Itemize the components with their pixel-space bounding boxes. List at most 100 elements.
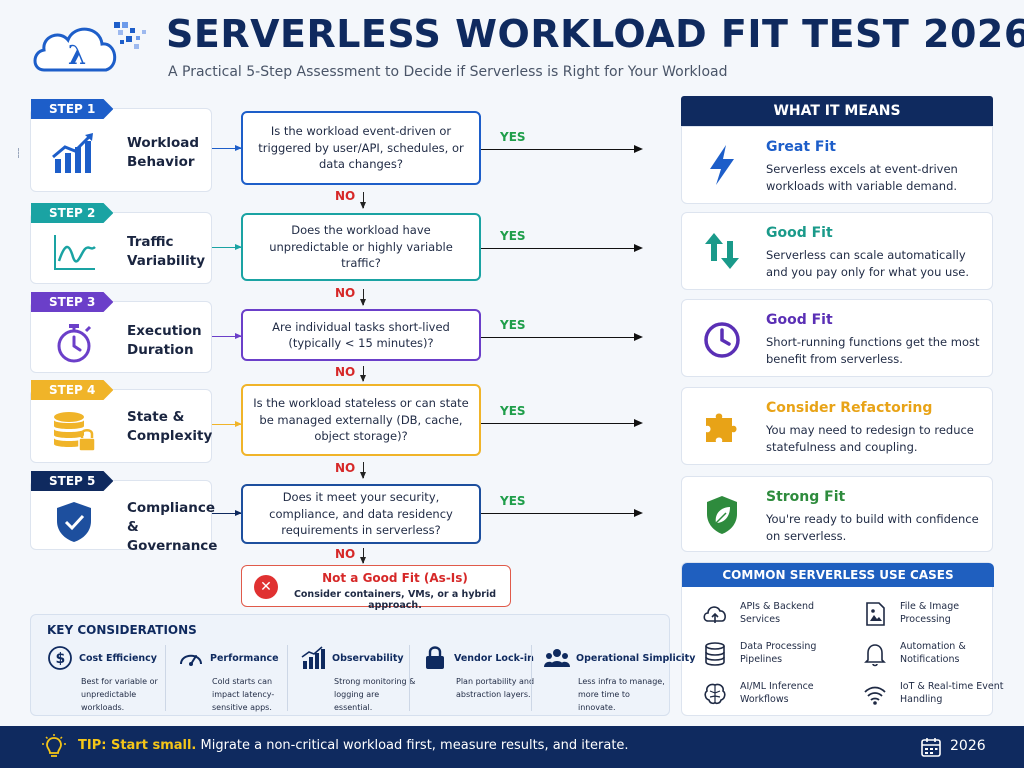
result-desc-1: Serverless excels at event-driven worklo… (766, 162, 958, 193)
not-good-fit-box: ✕ Not a Good Fit (As-Is) Consider contai… (241, 565, 511, 611)
step-2-badge: STEP 2 (31, 203, 114, 223)
line-chart-icon (54, 235, 96, 270)
step-3-label: Execution Duration (127, 323, 202, 358)
step-2-question: Does the workload have unpredictable or … (241, 213, 481, 281)
step-1-badge: STEP 1 (31, 99, 114, 119)
result-title-1: Great Fit (766, 139, 836, 155)
brain-icon (704, 683, 726, 705)
no-label-3: NO (335, 365, 356, 379)
footer-tip-rest: Migrate a non-critical workload first, m… (196, 738, 629, 753)
result-title-2: Good Fit (766, 225, 833, 241)
result-card-great-fit: Great Fit Serverless excels at event-dri… (681, 126, 993, 204)
step-2-card: STEP 2 Traffic Variability (30, 203, 212, 284)
use-case-label: File & Image Processing (900, 601, 960, 625)
result-title-5: Strong Fit (766, 489, 846, 505)
footer-year: 2026 (950, 738, 986, 754)
consideration-operational-simplicity: Operational Simplicity Less infra to man… (531, 645, 695, 712)
step-1-label: Workload Behavior (127, 135, 199, 170)
step-5-connector (212, 509, 242, 516)
result-desc-3: Short-running functions get the most ben… (766, 335, 980, 366)
step-4-label: State & Complexity (127, 409, 213, 444)
yes-label-1: YES (500, 130, 526, 144)
yes-label-2: YES (500, 229, 526, 243)
yes-arrow-2 (481, 244, 643, 252)
use-case-label: IoT & Real-time Event Handling (900, 681, 1004, 705)
use-cases-header: COMMON SERVERLESS USE CASES (682, 563, 994, 587)
puzzle-icon (706, 413, 737, 442)
consideration-name: Cost Efficiency (79, 653, 158, 664)
use-case-ai-ml: AI/ML Inference Workflows (702, 679, 852, 709)
consideration-observability: Observability Strong monitoring & loggin… (287, 645, 415, 712)
page-subtitle: A Practical 5-Step Assessment to Decide … (168, 64, 728, 80)
result-desc-4: You may need to redesign to reduce state… (766, 423, 974, 454)
no-label-2: NO (335, 286, 356, 300)
step-3-badge: STEP 3 (31, 292, 114, 312)
people-icon (544, 649, 570, 667)
svg-text:λ: λ (68, 41, 86, 71)
bell-icon (864, 644, 886, 667)
step-3-question: Are individual tasks short-lived (typica… (241, 309, 481, 361)
step-3-card: STEP 3 Execution Duration (30, 292, 212, 373)
lightning-icon (710, 145, 734, 185)
result-title-4: Consider Refactoring (766, 400, 933, 416)
step-5-card: STEP 5 Compliance & Governance (30, 471, 217, 554)
decorative-tick (18, 148, 24, 158)
no-arrow-3 (359, 366, 366, 382)
result-desc-2: Serverless can scale automatically and y… (766, 248, 970, 279)
step-5-badge: STEP 5 (31, 471, 114, 491)
use-case-label: AI/ML Inference Workflows (740, 681, 814, 705)
footer-tip: TIP: Start small. Migrate a non-critical… (78, 738, 629, 753)
no-arrow-1 (359, 192, 366, 209)
database-icon (705, 642, 725, 666)
gauge-icon (180, 654, 202, 666)
clock-icon (704, 322, 740, 358)
result-title-3: Good Fit (766, 312, 833, 328)
use-case-data-pipelines: Data Processing Pipelines (702, 639, 852, 669)
consideration-name: Performance (210, 653, 279, 664)
consideration-cost: $ Cost Efficiency Best for variable or u… (35, 645, 158, 712)
consideration-name: Vendor Lock-in (454, 653, 534, 664)
step-1-question: Is the workload event-driven or triggere… (241, 111, 481, 185)
result-desc-5: You're ready to build with confidence on… (766, 512, 979, 543)
up-down-arrows-icon (705, 233, 739, 269)
shield-icon (57, 502, 91, 542)
dollar-icon: $ (48, 646, 72, 670)
step-4-question: Is the workload stateless or can state b… (241, 384, 481, 456)
step-4-badge: STEP 4 (31, 380, 114, 400)
no-arrow-2 (359, 289, 366, 306)
consideration-desc: Cold starts can impact latency-sensitive… (212, 677, 275, 712)
x-circle-icon: ✕ (254, 575, 278, 599)
result-card-good-fit-duration: Good Fit Short-running functions get the… (681, 299, 993, 377)
step-4-connector (212, 420, 242, 427)
step-2-connector (212, 243, 242, 250)
no-arrow-5 (359, 548, 366, 564)
use-case-file-image: File & Image Processing (862, 599, 1012, 629)
result-card-strong-fit: Strong Fit You're ready to build with co… (681, 476, 993, 552)
lock-icon (426, 646, 444, 669)
page-title: SERVERLESS WORKLOAD FIT TEST 2026 (166, 12, 1024, 56)
use-cases-panel: COMMON SERVERLESS USE CASES APIs & Backe… (681, 562, 1003, 716)
yes-label-5: YES (500, 494, 526, 508)
use-case-label: Automation & Notifications (900, 641, 966, 665)
shield-leaf-icon (707, 496, 737, 534)
yes-label-3: YES (500, 318, 526, 332)
use-case-apis: APIs & Backend Services (702, 599, 852, 629)
step-3-connector (212, 332, 242, 339)
yes-arrow-1 (481, 145, 643, 153)
chart-icon (301, 646, 325, 669)
yes-arrow-3 (481, 333, 643, 341)
bar-chart-icon (52, 133, 93, 173)
image-file-icon (866, 602, 885, 626)
wifi-icon (864, 686, 886, 705)
what-it-means-header: WHAT IT MEANS (681, 96, 993, 126)
consideration-performance: Performance Cold starts can impact laten… (165, 645, 287, 712)
no-label-1: NO (335, 189, 356, 203)
svg-text:$: $ (56, 651, 66, 667)
yes-arrow-4 (481, 419, 643, 427)
not-good-fit-title: Not a Good Fit (As-Is) (322, 571, 468, 585)
step-5-question: Does it meet your security, compliance, … (241, 484, 481, 544)
step-1-connector (212, 144, 242, 151)
lambda-cloud-logo: λ (33, 22, 146, 72)
no-label-5: NO (335, 547, 356, 561)
consideration-desc: Plan portability and abstraction layers. (456, 677, 535, 699)
